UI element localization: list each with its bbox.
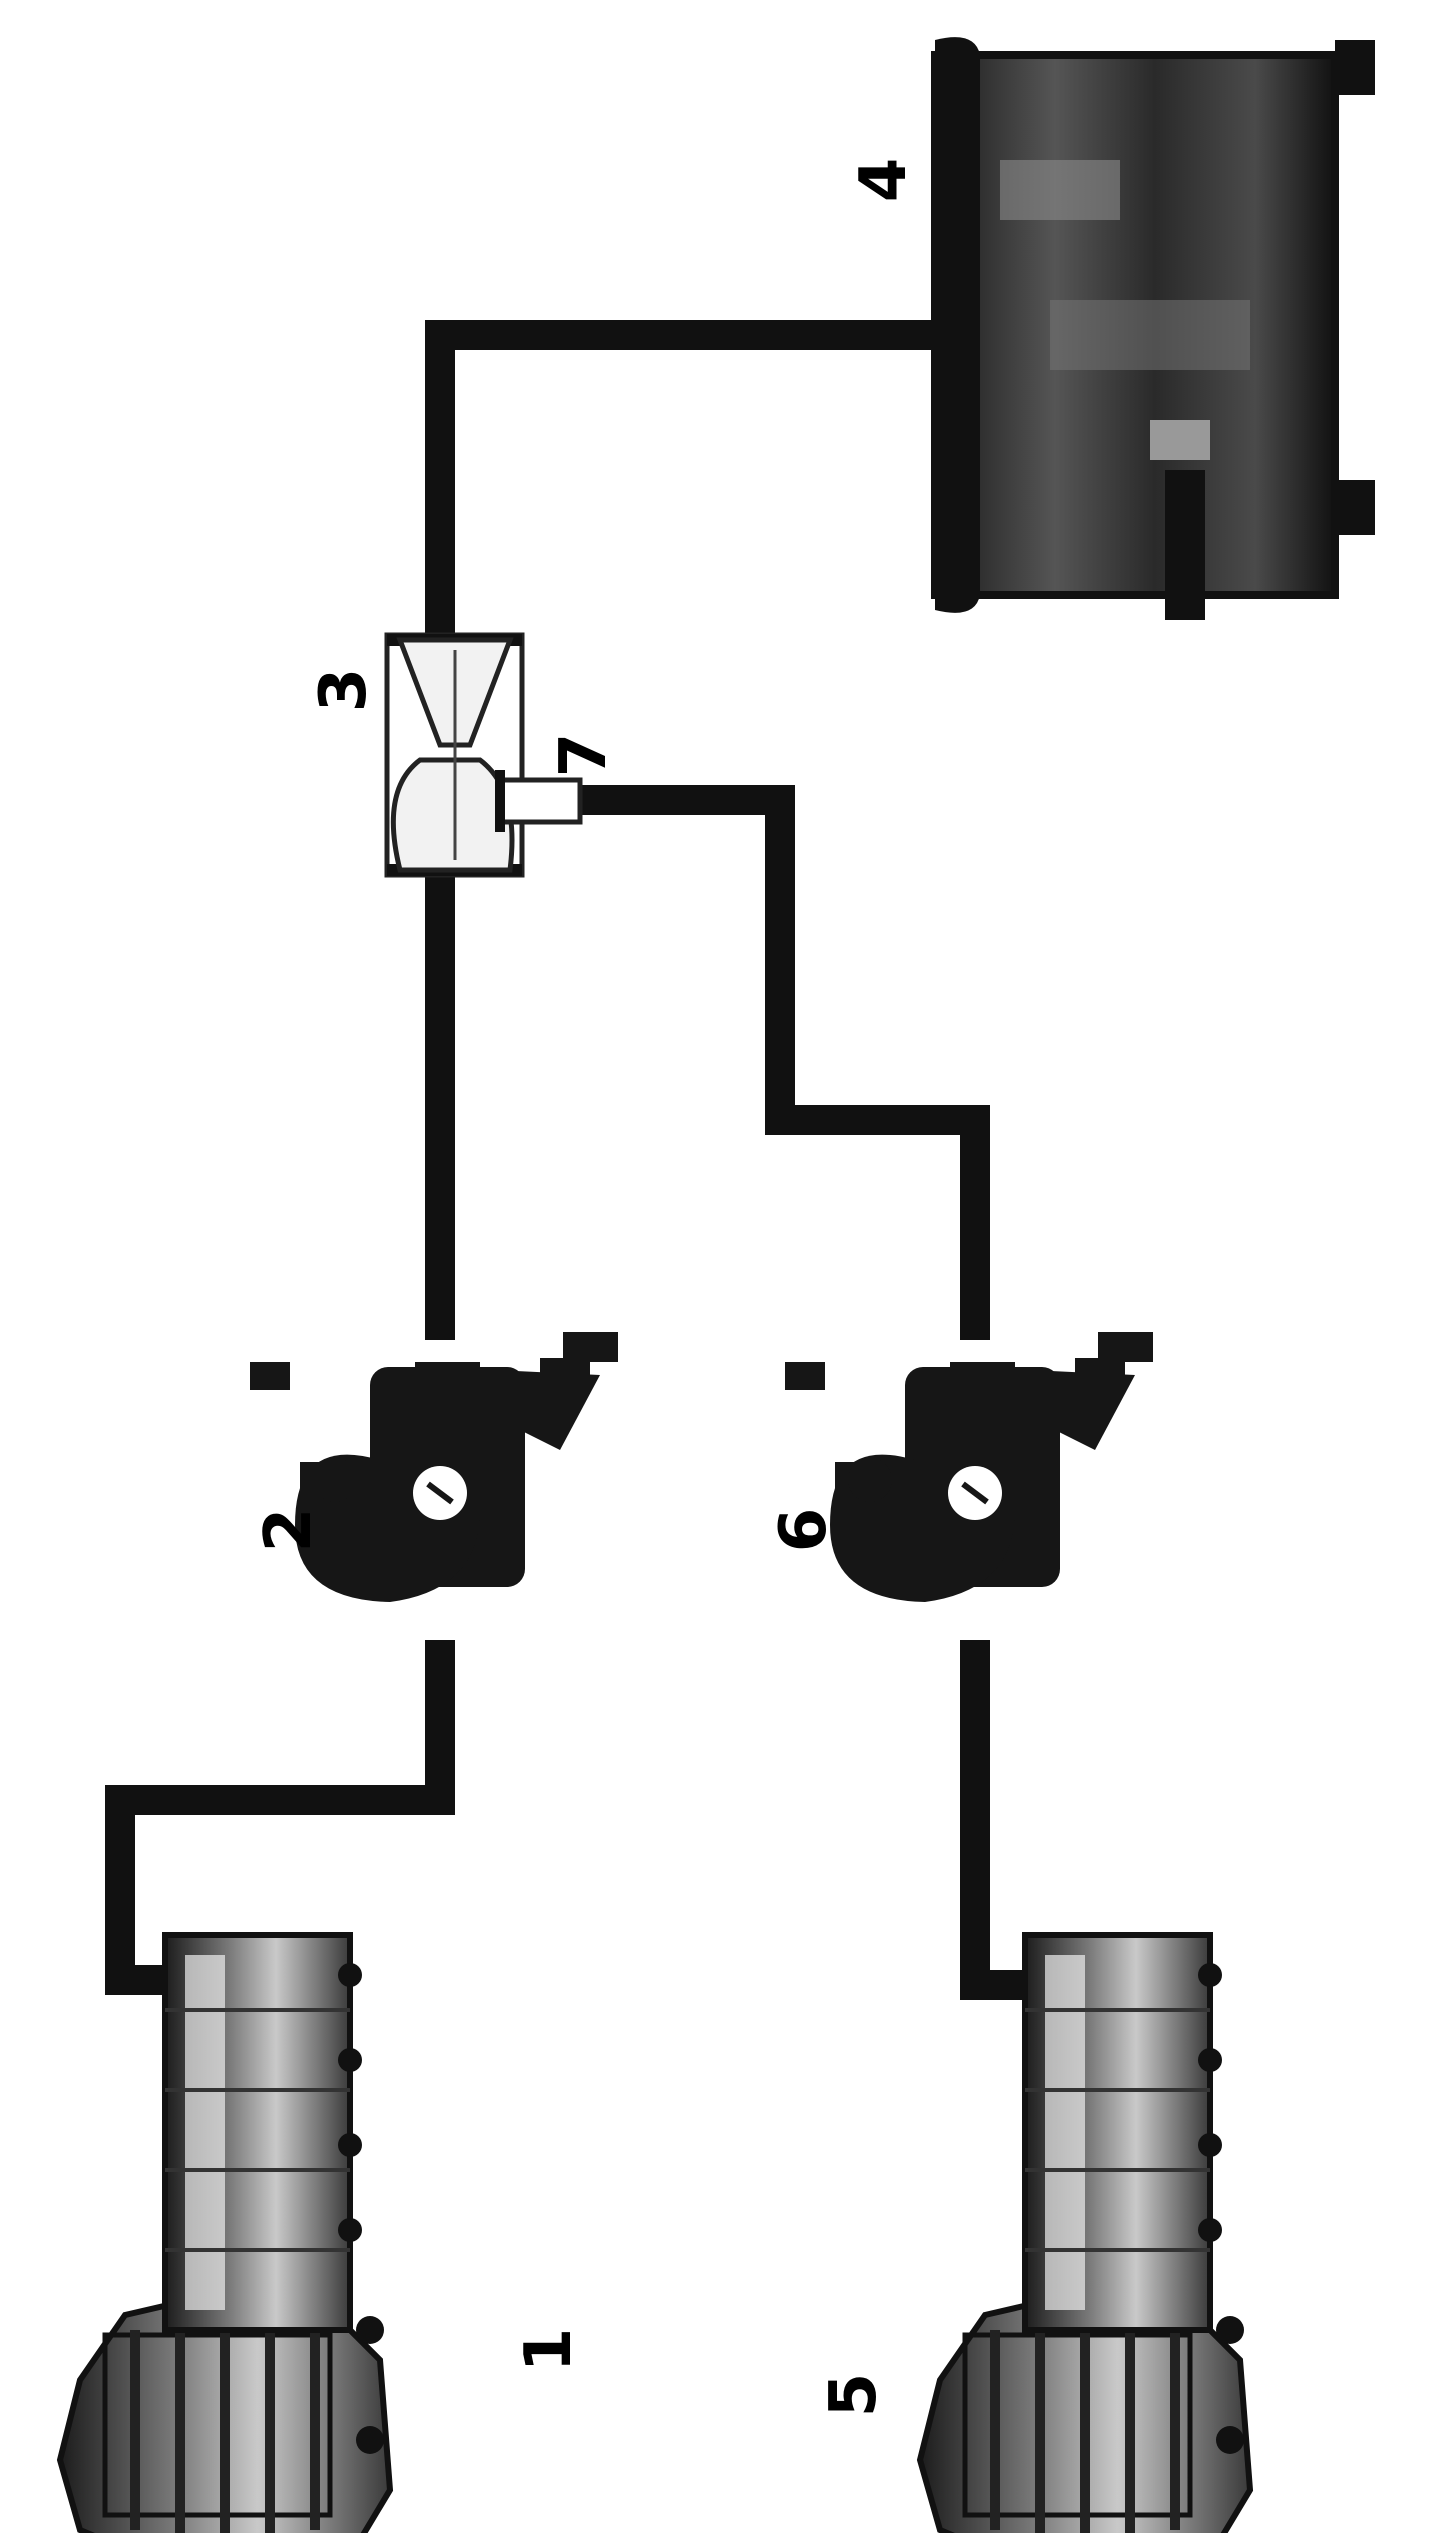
engine-icon bbox=[920, 1935, 1250, 2533]
pipe-ejector3-to-tank4 bbox=[425, 320, 935, 635]
label-port-7: 7 bbox=[547, 733, 621, 778]
pipe-pump6-to-port7 bbox=[580, 785, 990, 1340]
label-engine-5: 5 bbox=[817, 2373, 891, 2418]
label-tank-4: 4 bbox=[847, 158, 921, 203]
label-engine-1: 1 bbox=[512, 2328, 586, 2373]
tank-icon bbox=[931, 37, 1375, 620]
ejector-icon bbox=[384, 632, 583, 878]
label-ejector-3: 3 bbox=[307, 668, 381, 713]
label-pump-6: 6 bbox=[767, 1508, 841, 1553]
pump-icon bbox=[785, 1332, 1153, 1602]
engine-icon bbox=[60, 1935, 390, 2533]
pump-icon bbox=[250, 1332, 618, 1602]
pipe-engine1-to-pump2 bbox=[105, 1640, 455, 1995]
label-pump-2: 2 bbox=[252, 1508, 326, 1553]
